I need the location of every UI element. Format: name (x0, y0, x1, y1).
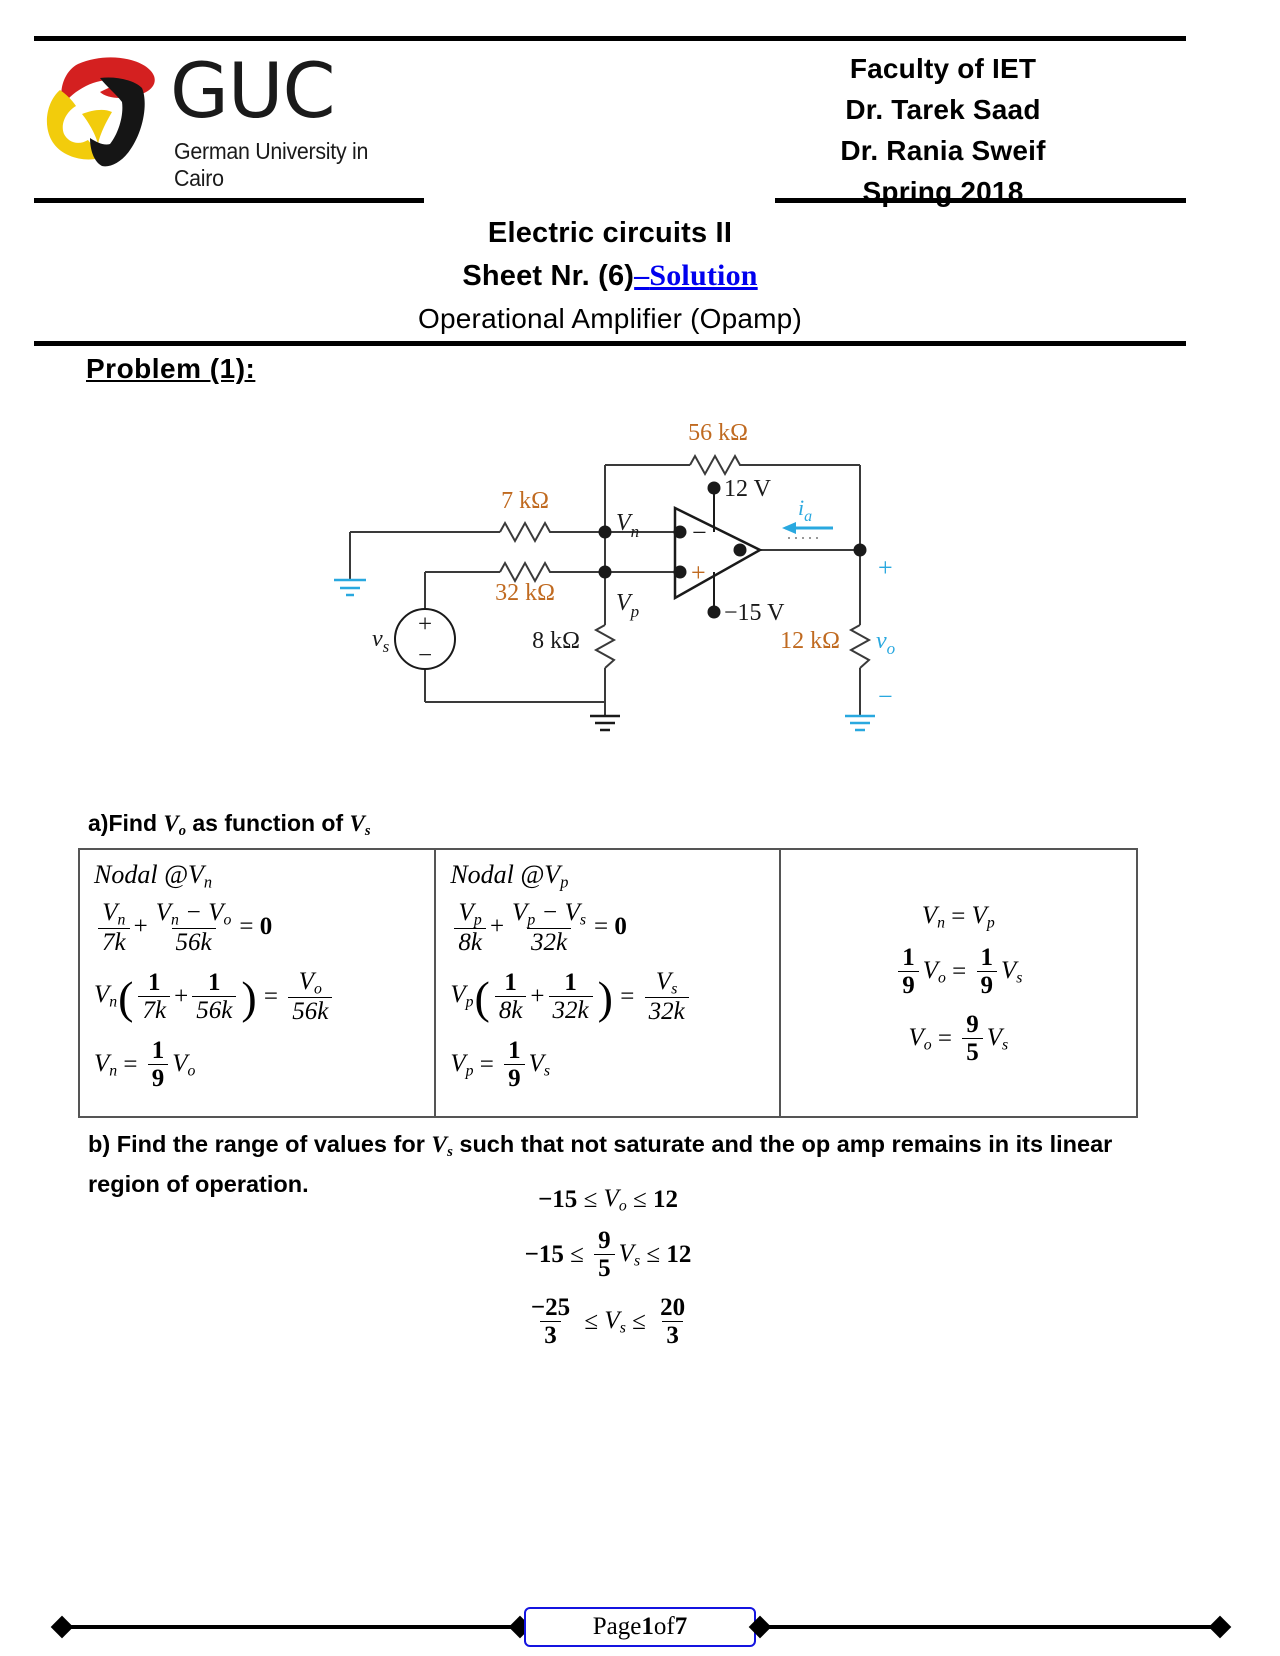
instructor-1: Dr. Tarek Saad (845, 94, 1041, 125)
page-title: Problem (1): (86, 353, 256, 384)
col2-heading: Nodal @Vp (450, 860, 569, 892)
page-prefix: Page (592, 1613, 642, 1640)
footer-line-right (762, 1625, 1220, 1629)
voltage-source-symbol (394, 608, 456, 670)
label-r32k: 32 kΩ (495, 580, 555, 606)
title-block: Electric circuits II Sheet Nr. (6)–Solut… (34, 212, 1186, 340)
sheet-title: Sheet Nr. (6)–Solution (34, 254, 1186, 298)
svg-text:−: − (418, 642, 432, 669)
instructor-2: Dr. Rania Sweif (840, 135, 1046, 166)
node-vp-dot (598, 565, 612, 579)
resistor-12k-symbol (848, 624, 872, 669)
supply-neg-dot (707, 605, 721, 619)
topic-title: Operational Amplifier (Opamp) (418, 303, 802, 334)
label-vo-output: vo (876, 628, 895, 658)
label-r8k: 8 kΩ (532, 628, 580, 654)
supply-pos-dot (707, 481, 721, 495)
label-r56k: 56 kΩ (688, 420, 748, 446)
svg-text:+: + (418, 611, 432, 638)
term-line: Spring 2018 (862, 176, 1024, 207)
footer-line-left (62, 1625, 520, 1629)
opamp-triangle (673, 505, 763, 601)
guc-logo-mark (46, 57, 155, 167)
part-b-text-1: b) Find the range of values for (88, 1131, 432, 1157)
part-a-text-1: a)Find (88, 810, 164, 836)
node-vn-dot (598, 525, 612, 539)
solution-link[interactable]: Solution (649, 259, 758, 292)
page-middle: of (653, 1613, 675, 1640)
guc-logo-text: GUC (170, 46, 336, 135)
resistor-56k-symbol (689, 453, 745, 477)
node-output-dot (853, 543, 867, 557)
faculty-line: Faculty of IET (849, 53, 1037, 84)
part-b-vs: Vs (431, 1132, 453, 1161)
header-top-rule (34, 36, 1186, 41)
partb-eq1: −15 ≤ Vo ≤ 12 (538, 1185, 678, 1215)
resistor-32k-symbol (499, 560, 552, 584)
label-vp: Vp (616, 590, 639, 621)
ground-symbol-output (845, 714, 875, 732)
course-title: Electric circuits II (487, 217, 733, 249)
col3-eq1: Vn = Vp (921, 902, 995, 932)
page-total: 7 (674, 1613, 688, 1640)
label-output-plus: + (878, 553, 893, 582)
part-a-vo: Vo (163, 811, 186, 840)
page-current: 1 (641, 1613, 654, 1640)
part-b-text-2: such that not saturate and the op amp re… (88, 1131, 1113, 1198)
page-number-box: Page 1 of 7 (524, 1607, 756, 1647)
label-r12k: 12 kΩ (780, 628, 840, 654)
footer-diamond-right-outer (1208, 1615, 1232, 1639)
header-info-block: Faculty of IET Dr. Tarek Saad Dr. Rania … (700, 48, 1186, 212)
label-r7k: 7 kΩ (501, 488, 549, 514)
resistor-8k-symbol (593, 624, 617, 669)
label-supply-neg: −15 V (724, 600, 785, 626)
ground-symbol-left (334, 578, 366, 597)
part-a-vs: Vs (349, 811, 371, 840)
guc-logo-subtitle: German University in Cairo (174, 138, 369, 191)
part-a-text-2: as function of (185, 810, 350, 836)
sheet-dash: – (634, 259, 650, 292)
col1-heading: Nodal @Vn (94, 860, 213, 892)
page-footer: Page 1 of 7 (0, 1600, 1280, 1656)
part-a-prompt: a)Find Vo as function of Vs (88, 810, 371, 840)
guc-logo: GUC German University in Cairo (42, 46, 422, 191)
label-vn: Vn (616, 510, 639, 541)
current-arrow-ia (782, 522, 833, 539)
label-output-minus: − (878, 682, 893, 711)
header-rule-right (775, 198, 1186, 203)
label-vs-source: vs (372, 626, 390, 656)
sheet-number: Sheet Nr. (6) (462, 260, 635, 292)
part-b-prompt: b) Find the range of values for Vs such … (88, 1128, 1148, 1200)
label-ia: ia (798, 495, 812, 525)
title-bottom-rule (34, 341, 1186, 346)
label-supply-pos: 12 V (724, 476, 772, 502)
header-rule-left (34, 198, 424, 203)
opamp-noninverting-sign: + (691, 558, 706, 587)
circuit-diagram: + − 56 kΩ 7 kΩ 32 kΩ 8 kΩ 12 k (320, 420, 940, 750)
opamp-inverting-sign: − (692, 518, 707, 547)
ground-symbol-bottom (590, 714, 620, 732)
resistor-7k-symbol (499, 520, 552, 544)
